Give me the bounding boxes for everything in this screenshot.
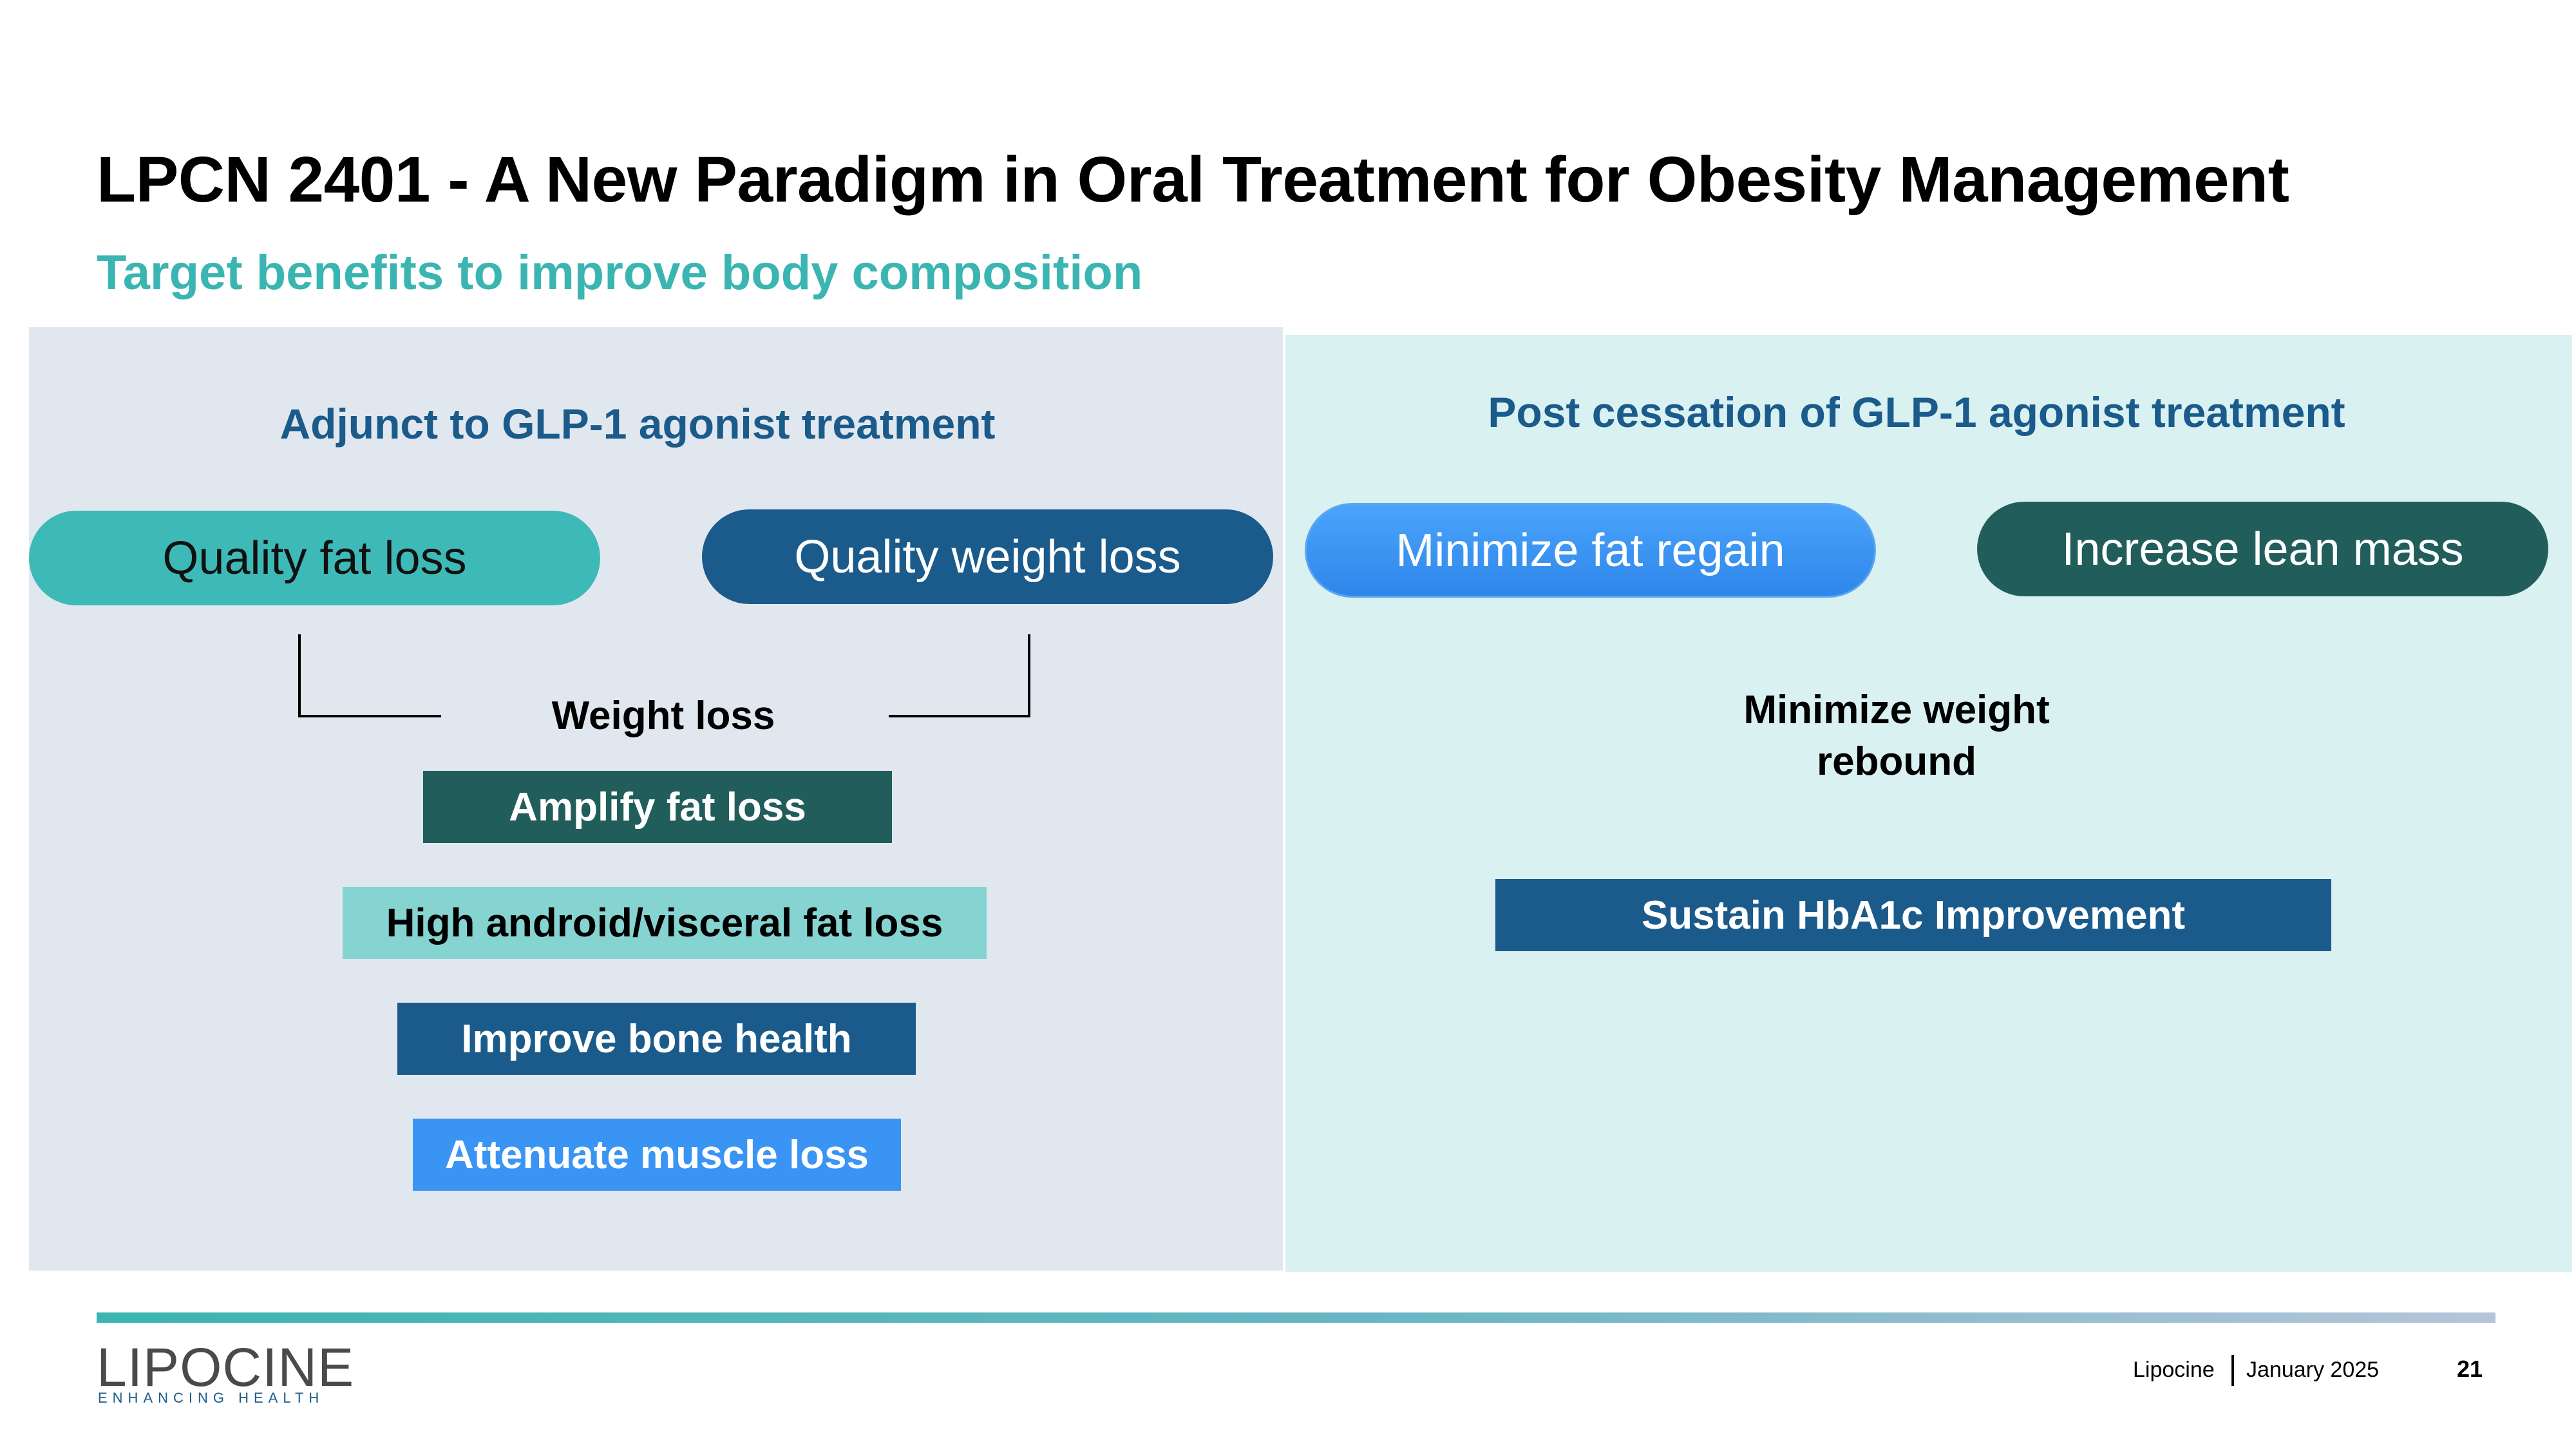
- quality-fat-loss-pill: Quality fat loss: [29, 511, 600, 605]
- slide-title: LPCN 2401 - A New Paradigm in Oral Treat…: [97, 144, 2289, 216]
- logo-tagline: ENHANCING HEALTH: [98, 1390, 325, 1406]
- minimize-weight-rebound-line1: Minimize weight: [1743, 688, 2050, 732]
- bone-health-box: Improve bone health: [397, 1003, 916, 1075]
- footer-separator: [2231, 1355, 2234, 1386]
- increase-lean-mass-pill: Increase lean mass: [1977, 502, 2548, 596]
- left-panel-heading: Adjunct to GLP-1 agonist treatment: [279, 400, 996, 448]
- weight-loss-label: Weight loss: [551, 694, 775, 738]
- minimize-fat-regain-pill: Minimize fat regain: [1305, 503, 1876, 598]
- page-number: 21: [2457, 1356, 2483, 1382]
- lipocine-logo: LIPOCINE: [97, 1337, 355, 1397]
- muscle-loss-box: Attenuate muscle loss: [413, 1119, 901, 1191]
- minimize-weight-rebound-label: Minimize weight rebound: [1687, 685, 2106, 788]
- quality-weight-loss-pill: Quality weight loss: [702, 509, 1273, 604]
- minimize-weight-rebound-line2: rebound: [1817, 739, 1976, 784]
- visceral-fat-loss-box: High android/visceral fat loss: [343, 887, 987, 959]
- amplify-fat-loss-box: Amplify fat loss: [423, 771, 892, 843]
- footer-divider: [97, 1312, 2496, 1323]
- slide-subtitle: Target benefits to improve body composit…: [97, 245, 1143, 300]
- right-panel: [1285, 335, 2572, 1272]
- sustain-hba1c-box: Sustain HbA1c Improvement: [1495, 879, 2331, 951]
- footer-date: January 2025: [2246, 1358, 2380, 1382]
- right-panel-heading: Post cessation of GLP-1 agonist treatmen…: [1488, 388, 2345, 436]
- footer-company: Lipocine: [2133, 1358, 2215, 1382]
